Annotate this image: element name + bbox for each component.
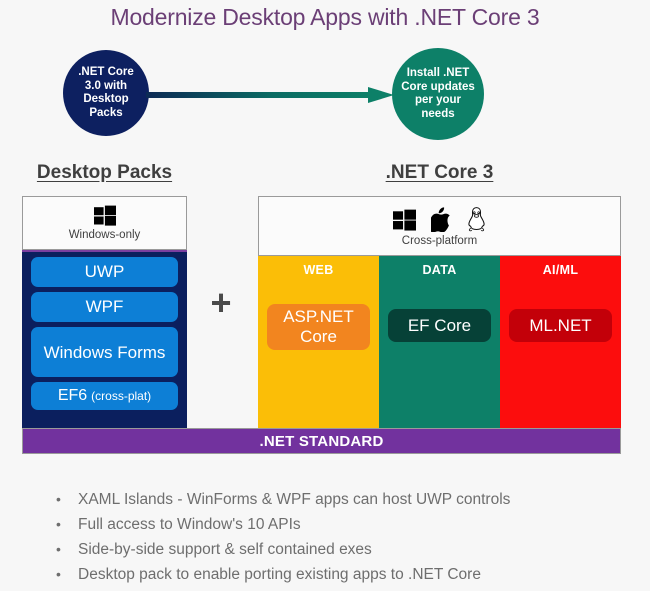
desktop-packs-stack: UWP WPF Windows Forms EF6 (cross-plat)	[22, 250, 187, 428]
chip-aspnet-core-label: ASP.NET Core	[283, 307, 354, 346]
page-title: Modernize Desktop Apps with .NET Core 3	[110, 4, 540, 30]
desktop-packs-panel: Windows-only UWP WPF Windows Forms EF6 (…	[22, 196, 187, 428]
target-circle-line-3: per your	[414, 94, 461, 106]
target-circle-label: Install .NET Core updates per your needs	[401, 67, 475, 121]
net-standard-bar-label: .NET STANDARD	[259, 432, 384, 450]
bullet-marker-icon: •	[56, 566, 61, 582]
column-data: DATA EF Core	[379, 256, 500, 428]
heading-desktop-packs: Desktop Packs	[36, 162, 173, 183]
right-arrow-icon	[146, 87, 394, 103]
source-circle-net-core-desktop-packs: .NET Core 3.0 with Desktop Packs	[63, 50, 149, 136]
windows-only-header: Windows-only	[22, 196, 187, 250]
list-item: • Desktop pack to enable porting existin…	[56, 562, 636, 587]
column-web: WEB ASP.NET Core	[258, 256, 379, 428]
os-icon-row	[393, 206, 486, 232]
heading-net-core-3: .NET Core 3	[385, 162, 494, 183]
apple-logo-icon	[431, 206, 450, 232]
source-circle-line-1: .NET Core	[78, 66, 134, 78]
feature-bullet-list: • XAML Islands - WinForms & WPF apps can…	[56, 487, 636, 587]
flow-diagram: .NET Core 3.0 with Desktop Packs Install…	[0, 44, 650, 149]
windows-only-caption: Windows-only	[68, 229, 141, 241]
pack-box-wpf-label: WPF	[85, 297, 124, 316]
source-circle-line-3: Desktop	[83, 93, 129, 105]
list-item-text: Desktop pack to enable porting existing …	[78, 566, 481, 583]
source-circle-line-2: 3.0 with	[84, 79, 128, 92]
pack-box-ef6-label: EF6	[57, 387, 88, 404]
linux-penguin-icon	[468, 206, 485, 231]
windows-logo-icon	[393, 209, 416, 231]
list-item: • Side-by-side support & self contained …	[56, 537, 636, 562]
column-ai-ml: AI/ML ML.NET	[500, 256, 621, 428]
pack-box-wpf[interactable]: WPF	[31, 292, 178, 322]
cross-platform-header: Cross-platform	[258, 196, 621, 256]
source-circle-label: .NET Core 3.0 with Desktop Packs	[78, 66, 134, 120]
list-item-text: Full access to Window's 10 APIs	[78, 516, 301, 533]
net-standard-bar: .NET STANDARD	[22, 428, 621, 454]
pack-box-windows-forms-label: Windows Forms	[43, 342, 166, 362]
plus-sign: +	[210, 282, 232, 323]
net-core-3-panel: Cross-platform WEB ASP.NET Core DATA EF …	[258, 196, 621, 428]
bullet-marker-icon: •	[56, 516, 61, 532]
target-circle-line-2: Core updates	[401, 80, 475, 93]
chip-ef-core-label: EF Core	[407, 315, 472, 335]
target-circle-line-1: Install .NET	[406, 67, 470, 79]
pack-box-uwp[interactable]: UWP	[31, 257, 178, 287]
list-item-text: Side-by-side support & self contained ex…	[78, 541, 372, 558]
chip-ml-net-label: ML.NET	[529, 315, 592, 335]
bullet-marker-icon: •	[56, 541, 61, 557]
source-circle-line-4: Packs	[89, 106, 123, 119]
target-circle-install-updates: Install .NET Core updates per your needs	[392, 48, 484, 140]
chip-aspnet-core[interactable]: ASP.NET Core	[267, 304, 370, 350]
pack-box-ef6[interactable]: EF6 (cross-plat)	[31, 382, 178, 410]
list-item: • Full access to Window's 10 APIs	[56, 512, 636, 537]
chip-ml-net[interactable]: ML.NET	[509, 309, 612, 342]
pack-box-uwp-label: UWP	[84, 262, 125, 281]
chip-ef-core[interactable]: EF Core	[388, 309, 491, 342]
pack-box-ef6-sublabel: (cross-plat)	[91, 389, 152, 403]
column-ai-ml-title: AI/ML	[542, 263, 579, 277]
bullet-marker-icon: •	[56, 491, 61, 507]
list-item: • XAML Islands - WinForms & WPF apps can…	[56, 487, 636, 512]
windows-logo-icon	[93, 205, 116, 226]
list-item-text: XAML Islands - WinForms & WPF apps can h…	[78, 491, 511, 508]
target-circle-line-4: needs	[421, 107, 455, 120]
cross-platform-caption: Cross-platform	[401, 234, 478, 247]
column-web-title: WEB	[303, 263, 334, 277]
column-data-title: DATA	[422, 263, 457, 277]
net-core-columns: WEB ASP.NET Core DATA EF Core AI/ML ML.N…	[258, 256, 621, 428]
pack-box-windows-forms[interactable]: Windows Forms	[31, 327, 178, 377]
